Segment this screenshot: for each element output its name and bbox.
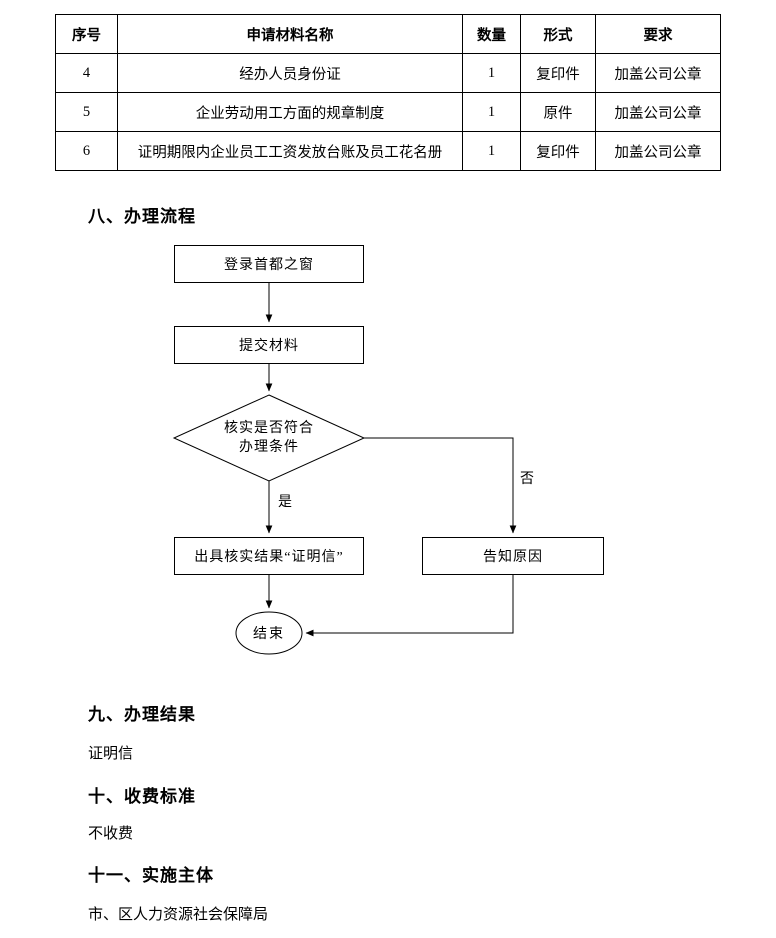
cell-quantity: 1	[462, 53, 521, 93]
arrow-inform-to-end	[305, 575, 514, 637]
header-seq: 序号	[55, 14, 118, 54]
table-header-row: 序号 申请材料名称 数量 形式 要求	[55, 14, 721, 54]
branch-label-yes: 是	[278, 495, 292, 510]
flow-node-verify-label-line2: 办理条件	[239, 440, 299, 455]
cell-material-name: 证明期限内企业员工工资发放台账及员工花名册	[117, 131, 463, 171]
flow-node-inform: 告知原因	[422, 537, 604, 575]
end-ellipse	[235, 611, 303, 655]
flow-node-submit: 提交材料	[174, 326, 364, 364]
decision-diamond	[172, 394, 366, 482]
cell-seq: 6	[55, 131, 118, 171]
section-heading-entity: 十一、实施主体	[88, 866, 214, 885]
table-row: 4 经办人员身份证 1 复印件 加盖公司公章	[55, 53, 721, 93]
flow-node-submit-label: 提交材料	[239, 339, 299, 354]
flow-node-inform-label: 告知原因	[483, 550, 543, 565]
cell-requirement: 加盖公司公章	[595, 53, 721, 93]
arrow-verify-no-to-inform	[364, 437, 517, 534]
table-row: 5 企业劳动用工方面的规章制度 1 原件 加盖公司公章	[55, 92, 721, 132]
header-form: 形式	[520, 14, 596, 54]
flow-node-verify: 核实是否符合 办理条件	[174, 419, 364, 457]
section-heading-process: 八、办理流程	[88, 207, 196, 226]
cell-form: 原件	[520, 92, 596, 132]
flowchart: 登录首都之窗 提交材料 核实是否符合 办理条件 是 否 出具核实结果“证明信” …	[0, 243, 776, 673]
flow-node-verify-label-line1: 核实是否符合	[224, 421, 314, 436]
branch-label-no: 否	[520, 472, 534, 487]
cell-seq: 4	[55, 53, 118, 93]
section-heading-result: 九、办理结果	[88, 705, 196, 724]
flow-node-login-label: 登录首都之窗	[224, 258, 314, 273]
cell-form: 复印件	[520, 53, 596, 93]
flow-node-end-label: 结束	[253, 627, 285, 642]
result-text: 证明信	[88, 746, 134, 762]
entity-text: 市、区人力资源社会保障局	[88, 907, 269, 923]
section-heading-fee: 十、收费标准	[88, 787, 196, 806]
cell-seq: 5	[55, 92, 118, 132]
flow-node-login: 登录首都之窗	[174, 245, 364, 283]
cell-form: 复印件	[520, 131, 596, 171]
cell-requirement: 加盖公司公章	[595, 92, 721, 132]
header-material-name: 申请材料名称	[117, 14, 463, 54]
cell-quantity: 1	[462, 92, 521, 132]
cell-material-name: 企业劳动用工方面的规章制度	[117, 92, 463, 132]
materials-table: 序号 申请材料名称 数量 形式 要求 4 经办人员身份证 1 复印件 加盖公司公…	[55, 14, 721, 171]
cell-material-name: 经办人员身份证	[117, 53, 463, 93]
fee-text: 不收费	[88, 826, 134, 842]
table-row: 6 证明期限内企业员工工资发放台账及员工花名册 1 复印件 加盖公司公章	[55, 131, 721, 171]
cell-requirement: 加盖公司公章	[595, 131, 721, 171]
cell-quantity: 1	[462, 131, 521, 171]
header-requirement: 要求	[595, 14, 721, 54]
flowchart-connectors	[172, 283, 517, 655]
flow-node-issue-label: 出具核实结果“证明信”	[194, 550, 344, 565]
flow-node-end: 结束	[236, 612, 302, 654]
header-quantity: 数量	[462, 14, 521, 54]
flow-node-issue: 出具核实结果“证明信”	[174, 537, 364, 575]
